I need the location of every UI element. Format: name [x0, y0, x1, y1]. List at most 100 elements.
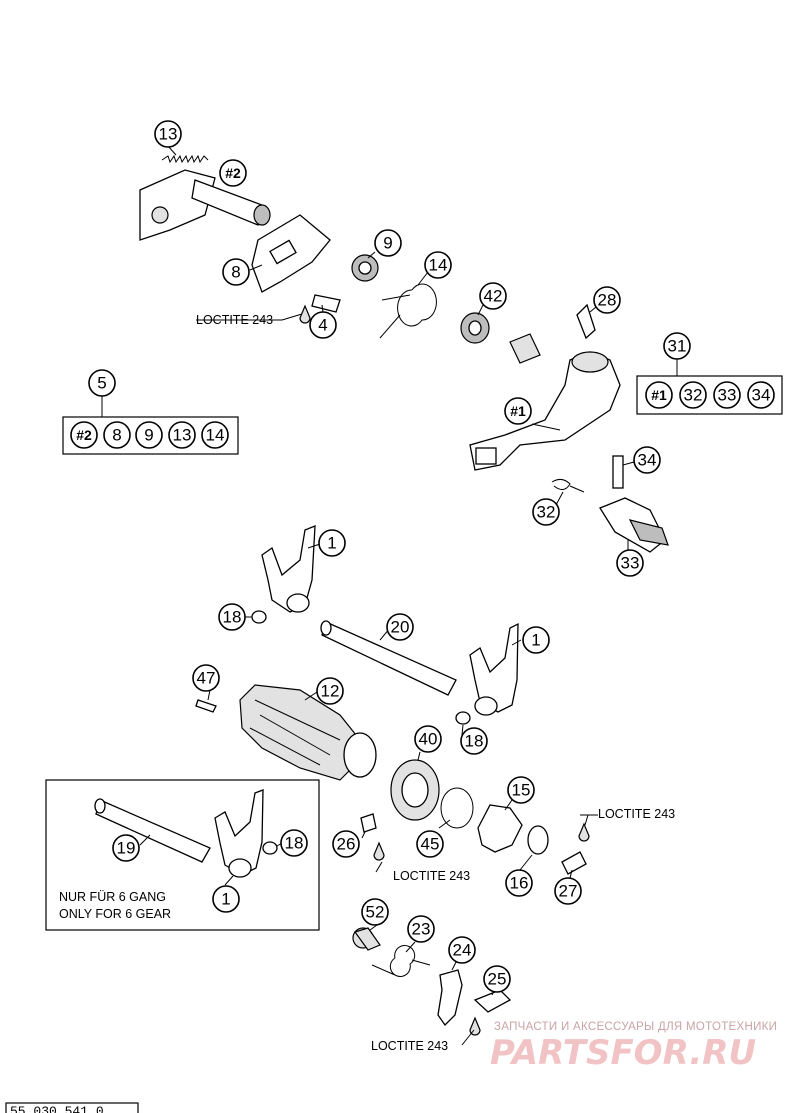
shift-shaft-rod	[191, 179, 263, 226]
svg-text:45: 45	[421, 835, 440, 854]
shift-shaft-plate	[139, 169, 216, 241]
callout-32: 32	[532, 498, 560, 526]
guide-roller-18a	[251, 610, 267, 624]
svg-text:1: 1	[327, 534, 336, 553]
kit-5-item-0: #2	[70, 421, 98, 449]
svg-text:4: 4	[318, 316, 327, 335]
torsion-spring-23	[371, 945, 431, 977]
callout-33: 33	[616, 549, 644, 577]
callout-1-upper: 1	[318, 529, 346, 557]
svg-text:13: 13	[173, 426, 192, 445]
drawing-number: 55 030 541 0	[10, 1104, 104, 1113]
callout-14: 14	[424, 251, 452, 279]
svg-text:8: 8	[112, 426, 121, 445]
svg-text:52: 52	[366, 903, 385, 922]
svg-text:1: 1	[221, 890, 230, 909]
kit-5-item-3: 13	[168, 421, 196, 449]
svg-text:14: 14	[429, 256, 448, 275]
svg-text:19: 19	[117, 839, 136, 858]
callout-1-inset: 1	[212, 885, 240, 913]
svg-text:31: 31	[668, 337, 687, 356]
svg-text:32: 32	[684, 386, 703, 405]
shift-fork-inset	[214, 789, 264, 876]
shift-shaft-assembly	[139, 154, 669, 553]
svg-text:9: 9	[144, 426, 153, 445]
callout-40: 40	[414, 725, 442, 753]
svg-text:26: 26	[337, 835, 356, 854]
callout-20: 20	[386, 613, 414, 641]
svg-text:42: 42	[484, 287, 503, 306]
loctite-drop-26	[373, 841, 385, 861]
callout-8: 8	[222, 258, 250, 286]
svg-text:13: 13	[159, 125, 178, 144]
svg-text:33: 33	[621, 554, 640, 573]
svg-text:12: 12	[321, 682, 340, 701]
svg-text:#1: #1	[510, 403, 526, 419]
callout-24: 24	[448, 936, 476, 964]
svg-text:1: 1	[531, 631, 540, 650]
svg-text:47: 47	[197, 669, 216, 688]
kit-31-item-1: 32	[679, 381, 707, 409]
bolt-25	[473, 989, 512, 1013]
svg-text:9: 9	[383, 234, 392, 253]
svg-text:24: 24	[453, 941, 472, 960]
torsion-spring-14	[379, 283, 437, 339]
circlip-45	[440, 787, 474, 829]
callout-4: 4	[309, 311, 337, 339]
callout-18-inset: 18	[280, 829, 308, 857]
loctite-drop-27	[578, 822, 590, 842]
shift-fork-upper	[261, 525, 316, 613]
callout-19: 19	[112, 834, 140, 862]
svg-text:23: 23	[412, 920, 431, 939]
kit-31-item-0: #1	[645, 381, 673, 409]
kit-box-5	[62, 416, 239, 455]
svg-text:#2: #2	[76, 427, 92, 443]
bolt-4	[311, 294, 341, 313]
svg-text:#1: #1	[651, 387, 667, 403]
kit-31-items: #1 32 33 34	[645, 381, 775, 409]
svg-text:40: 40	[419, 730, 438, 749]
spring-13-part	[161, 154, 209, 164]
washer-16	[527, 825, 549, 855]
watermark-logo: PARTSFOR.RU	[490, 1033, 756, 1073]
svg-text:18: 18	[465, 732, 484, 751]
callout-23: 23	[407, 915, 435, 943]
shift-fork-right	[469, 622, 519, 713]
callout-16: 16	[505, 869, 533, 897]
callout-15: 15	[507, 776, 535, 804]
screw-26	[360, 813, 377, 833]
pin-34	[612, 455, 624, 489]
callout-26: 26	[332, 830, 360, 858]
pin-47	[195, 699, 217, 713]
svg-text:14: 14	[206, 426, 225, 445]
callout-25: 25	[483, 965, 511, 993]
bolt-27	[561, 851, 587, 875]
loctite-note-upper: LOCTITE 243	[196, 313, 273, 327]
callout-28: 28	[593, 286, 621, 314]
bottom-code-frame	[5, 1102, 139, 1113]
svg-text:16: 16	[510, 874, 529, 893]
svg-text:#2: #2	[225, 165, 241, 181]
callout-18-right: 18	[460, 727, 488, 755]
loctite-note-middle: LOCTITE 243	[393, 869, 470, 883]
shift-star-15	[477, 804, 523, 853]
loctite-note-right: LOCTITE 243	[598, 807, 675, 821]
callout-13: 13	[154, 120, 182, 148]
kit-5-item-1: 8	[103, 421, 131, 449]
svg-text:27: 27	[559, 882, 578, 901]
lever-24	[437, 969, 463, 1027]
callout-ref-1: #1	[504, 397, 532, 425]
callout-47: 47	[192, 664, 220, 692]
callout-27: 27	[554, 877, 582, 905]
guide-roller-18b	[455, 711, 471, 725]
kit-5-item-2: 9	[135, 421, 163, 449]
loctite-note-bottom: LOCTITE 243	[371, 1039, 448, 1053]
six-gear-inset-parts	[94, 789, 278, 878]
callout-18-upper: 18	[218, 603, 246, 631]
loctite-drop-4	[299, 304, 311, 324]
guide-roller-18-inset	[262, 841, 278, 855]
spring-32	[551, 478, 585, 493]
kit-5-items: #2 8 9 13 14	[70, 421, 229, 449]
svg-text:25: 25	[488, 970, 507, 989]
